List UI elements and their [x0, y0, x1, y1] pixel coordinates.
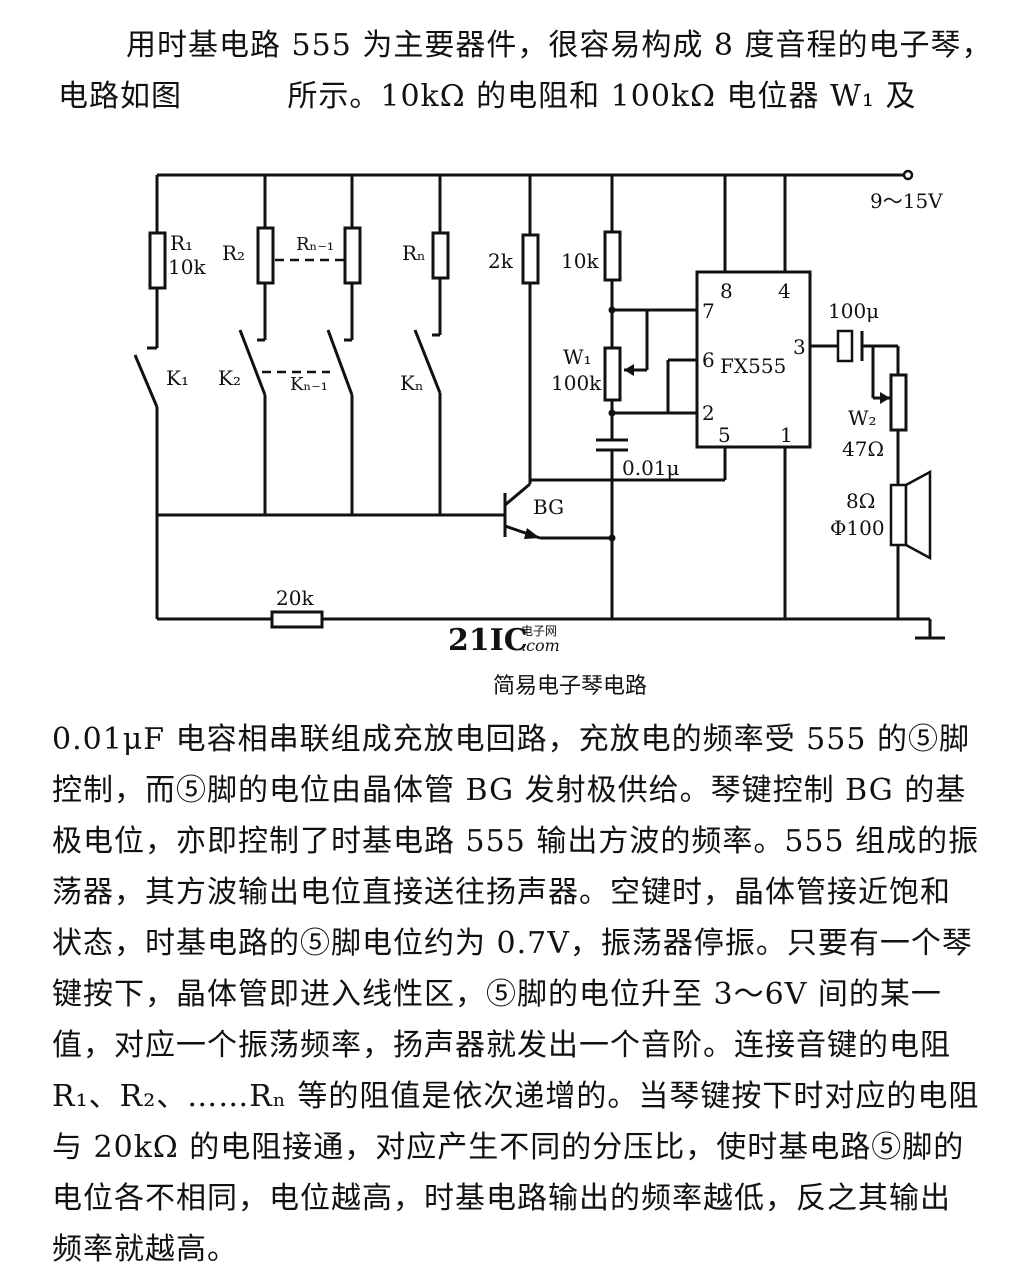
body-line: 电位各不相同，电位越高，时基电路输出的频率越低，反之其输出 — [52, 1181, 951, 1216]
ic-fx555 — [695, 270, 812, 449]
circuit-diagram: 9～15V 20k R₁ 10k K₁ R₂ K₂ Rₙ₋₁ Kₙ₋₁ Rₙ K… — [133, 169, 945, 699]
r1-label: R₁ — [170, 231, 193, 255]
pin7-label: 7 — [702, 299, 715, 323]
pin2-label: 2 — [702, 401, 715, 425]
k2-switch — [238, 329, 267, 396]
w2-value: 47Ω — [842, 437, 884, 461]
kn-switch — [413, 329, 442, 394]
w2-wiper-arrow — [880, 392, 890, 404]
bg-emitter-arrow — [524, 528, 540, 539]
body-line: 与 20kΩ 的电阻接通，对应产生不同的分压比，使时基电路⑤脚的 — [52, 1130, 965, 1165]
w1-wiper-arrow — [624, 364, 634, 376]
pin6-label: 6 — [702, 348, 715, 372]
kn-label: Kₙ — [400, 371, 424, 395]
figure-caption: 简易电子琴电路 — [493, 674, 647, 699]
k1-switch — [133, 354, 159, 408]
body-paragraph: 0.01μF 电容相串联组成充放电回路，充放电的频率受 555 的⑤脚 控制，而… — [52, 714, 979, 1275]
potentiometer-w2 — [889, 373, 908, 432]
speaker-diameter: Φ100 — [830, 516, 885, 540]
junction-emitter — [608, 534, 616, 542]
body-line: 值，对应一个振荡频率，扬声器就发出一个音阶。连接音键的电阻 — [52, 1028, 951, 1063]
resistor-rn — [431, 231, 450, 280]
body-line: 键按下，晶体管即进入线性区，⑤脚的电位升至 3～6V 间的某一 — [52, 977, 942, 1012]
kn1-label: Kₙ₋₁ — [290, 374, 328, 395]
resistor-r2 — [256, 226, 275, 285]
resistor-20k-label: 20k — [276, 586, 314, 610]
body-line: 频率就越高。 — [52, 1232, 238, 1267]
speaker-icon — [889, 483, 908, 547]
r2k-label: 2k — [488, 249, 514, 273]
resistor-10k — [603, 230, 622, 282]
body-line: 控制，而⑤脚的电位由晶体管 BG 发射极供给。琴键控制 BG 的基 — [52, 773, 967, 808]
resistor-rn1 — [343, 226, 362, 285]
potentiometer-w1 — [603, 346, 622, 402]
bg-collector — [504, 482, 531, 507]
pin4-label: 4 — [778, 279, 791, 303]
body-line: 状态，时基电路的⑤脚电位约为 0.7V，振荡器停振。只要有一个琴 — [52, 926, 973, 961]
cap-timing-label: 0.01μ — [622, 456, 680, 480]
rn-label: Rₙ — [402, 241, 426, 265]
w2-label: W₂ — [848, 406, 877, 430]
speaker-cone — [904, 469, 932, 561]
intro-line: 电路如图 所示。10kΩ 的电阻和 100kΩ 电位器 W₁ 及 — [58, 79, 917, 114]
w1-value: 100k — [551, 371, 602, 395]
watermark-main: 21IC — [448, 623, 528, 658]
k1-label: K₁ — [166, 366, 189, 390]
body-line: 0.01μF 电容相串联组成充放电回路，充放电的频率受 555 的⑤脚 — [52, 722, 970, 757]
speaker-impedance: 8Ω — [846, 489, 875, 513]
pin5-label: 5 — [718, 423, 731, 447]
watermark-sub1: 电子网 — [521, 624, 557, 638]
pin3-label: 3 — [793, 335, 806, 359]
watermark-sub2: .com — [521, 636, 560, 655]
ic-label: FX555 — [720, 354, 786, 378]
body-line: R₁、R₂、……Rₙ 等的阻值是依次递增的。当琴键按下时对应的电阻 — [52, 1079, 980, 1114]
intro-line: 用时基电路 555 为主要器件，很容易构成 8 度音程的电子琴， — [126, 28, 993, 63]
body-line: 荡器，其方波输出电位直接送往扬声器。空键时，晶体管接近饱和 — [52, 875, 951, 910]
body-line: 极电位，亦即控制了时基电路 555 输出方波的频率。555 组成的振 — [52, 824, 980, 859]
kn1-switch — [326, 329, 354, 396]
cap-100u — [836, 329, 854, 363]
w1-label: W₁ — [563, 345, 592, 369]
resistor-r1 — [148, 231, 167, 290]
cap-out-label: 100μ — [828, 299, 879, 323]
resistor-20k — [270, 610, 324, 629]
r2-label: R₂ — [222, 241, 245, 265]
k2-label: K₂ — [218, 366, 241, 390]
rn1-label: Rₙ₋₁ — [296, 234, 334, 255]
pin1-label: 1 — [780, 423, 793, 447]
r1-value: 10k — [168, 255, 206, 279]
supply-terminal — [902, 169, 914, 181]
resistor-2k — [521, 233, 540, 285]
pin8-label: 8 — [720, 279, 733, 303]
supply-label: 9～15V — [870, 189, 943, 213]
r10k-label: 10k — [561, 249, 599, 273]
bg-label: BG — [533, 495, 564, 519]
watermark-logo: 21IC 电子网 .com — [448, 623, 560, 658]
intro-paragraph: 用时基电路 555 为主要器件，很容易构成 8 度音程的电子琴， 电路如图 所示… — [58, 20, 993, 122]
